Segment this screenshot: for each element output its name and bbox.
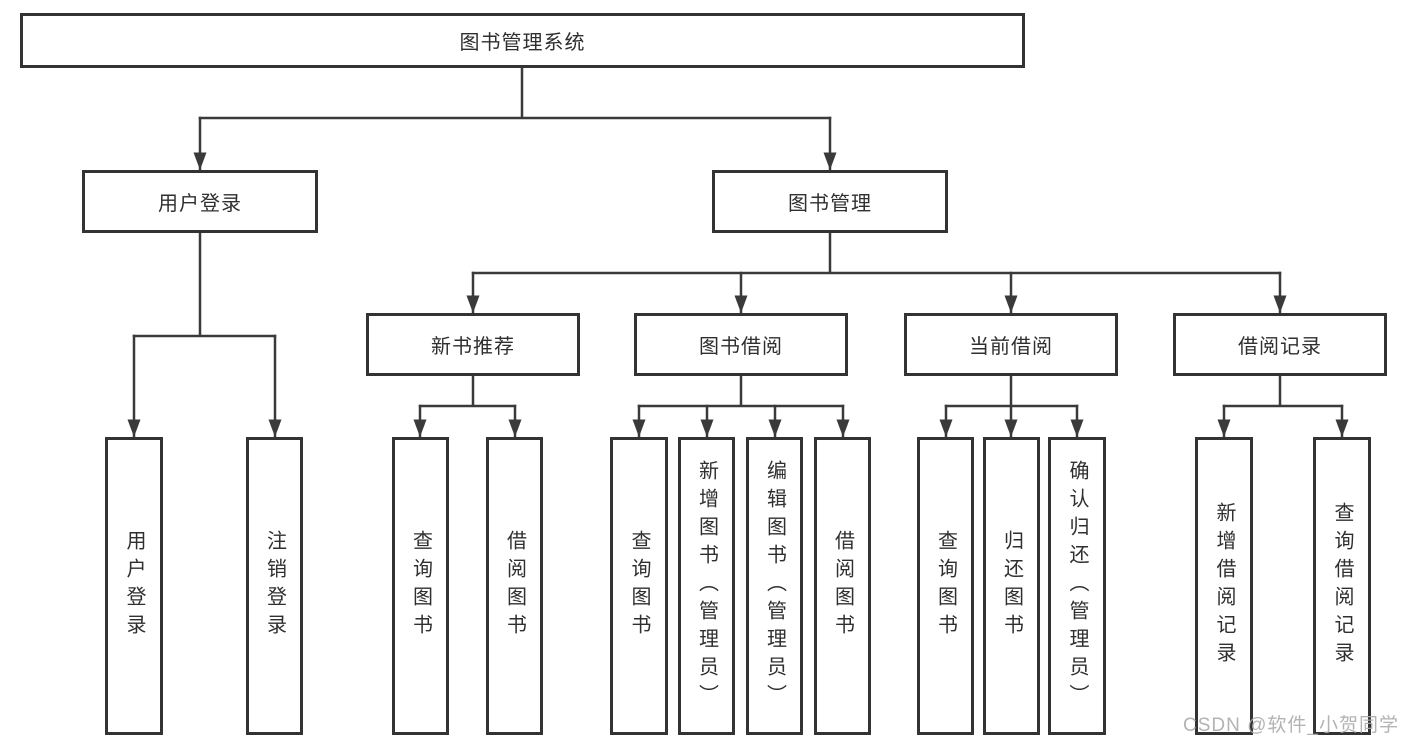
- leaf-query-books-borrow: 查询图书: [610, 437, 668, 735]
- node-current-borrow: 当前借阅: [904, 313, 1118, 376]
- leaf-user-login: 用户登录: [105, 437, 163, 735]
- leaf-query-books-recommend: 查询图书: [392, 437, 449, 735]
- node-borrow-record: 借阅记录: [1173, 313, 1387, 376]
- node-book-borrow: 图书借阅: [634, 313, 848, 376]
- leaf-confirm-return-admin: 确认归还（管理员）: [1048, 437, 1106, 735]
- leaf-return-book: 归还图书: [983, 437, 1040, 735]
- leaf-add-borrow-record: 新增借阅记录: [1195, 437, 1253, 735]
- connector-group: [127, 66, 1349, 439]
- leaf-borrow-books: 借阅图书: [814, 437, 871, 735]
- leaf-query-borrow-record: 查询借阅记录: [1313, 437, 1371, 735]
- node-book-management: 图书管理: [712, 170, 948, 233]
- node-root-system: 图书管理系统: [20, 13, 1025, 68]
- leaf-add-book-admin: 新增图书（管理员）: [678, 437, 735, 735]
- leaf-query-books-current: 查询图书: [917, 437, 974, 735]
- node-user-login: 用户登录: [82, 170, 318, 233]
- node-new-book-recommend: 新书推荐: [366, 313, 580, 376]
- csdn-watermark: CSDN @软件_小贺同学: [1183, 715, 1399, 736]
- leaf-logout: 注销登录: [246, 437, 303, 735]
- leaf-edit-book-admin: 编辑图书（管理员）: [746, 437, 803, 735]
- leaf-borrow-books-recommend: 借阅图书: [486, 437, 543, 735]
